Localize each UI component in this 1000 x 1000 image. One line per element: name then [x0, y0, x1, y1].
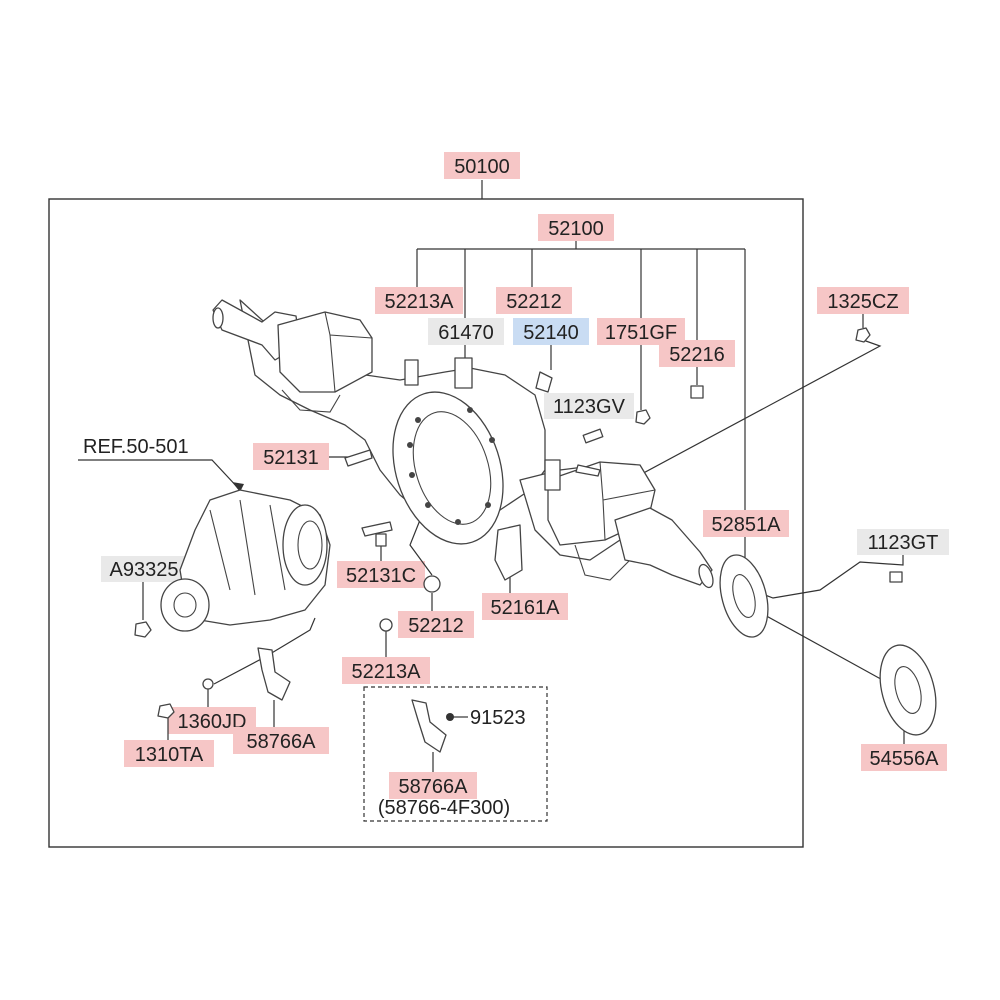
- bolt-hole-icon: [455, 519, 461, 525]
- svg-text:1123GT: 1123GT: [868, 532, 939, 554]
- label-54556A[interactable]: 54556A: [861, 744, 947, 771]
- label-52161A[interactable]: 52161A: [482, 593, 568, 620]
- label-52213A-top[interactable]: 52213A: [375, 287, 463, 314]
- bolt-icon: [582, 428, 604, 444]
- svg-text:52212: 52212: [506, 291, 562, 313]
- bolt-icon: [379, 618, 393, 632]
- label-1123GT[interactable]: 1123GT: [857, 529, 949, 555]
- label-52216[interactable]: 52216: [659, 340, 735, 367]
- svg-text:52100: 52100: [548, 218, 604, 240]
- svg-text:52131: 52131: [263, 447, 319, 469]
- bolt-hole-icon: [485, 502, 491, 508]
- label-A93325[interactable]: A93325: [101, 556, 187, 582]
- gasket-52851A-drawing: [719, 554, 769, 638]
- svg-text:52161A: 52161A: [491, 597, 561, 619]
- svg-text:A93325: A93325: [110, 559, 179, 581]
- label-58766A-left[interactable]: 58766A: [233, 727, 329, 754]
- bolt-icon: [202, 678, 214, 690]
- differential-carrier-drawing: [160, 489, 331, 632]
- bolt-icon: [375, 533, 387, 547]
- bolt-hole-icon: [467, 407, 473, 413]
- svg-text:54556A: 54556A: [870, 748, 940, 770]
- bracket-icon: [494, 524, 523, 581]
- bolt-hole-icon: [409, 472, 415, 478]
- bolt-hole-icon: [489, 437, 495, 443]
- label-58766A-kit[interactable]: 58766A: [389, 772, 477, 799]
- leader-1325CZ-line: [555, 339, 882, 521]
- svg-text:52851A: 52851A: [712, 514, 782, 536]
- label-61470[interactable]: 61470: [428, 318, 504, 345]
- leader-54556A-line: [751, 607, 889, 684]
- label-52140[interactable]: 52140: [513, 318, 589, 345]
- hardware-drawing: [134, 327, 903, 753]
- svg-text:52140: 52140: [523, 322, 579, 344]
- label-1751GF[interactable]: 1751GF: [597, 318, 685, 345]
- assembly-frame: [48, 198, 804, 848]
- svg-text:52216: 52216: [669, 344, 725, 366]
- label-52851A[interactable]: 52851A: [703, 510, 789, 537]
- label-1325CZ[interactable]: 1325CZ: [817, 287, 909, 314]
- label-1123GV[interactable]: 1123GV: [544, 393, 634, 419]
- svg-text:52213A: 52213A: [385, 291, 455, 313]
- label-52212-bot[interactable]: 52212: [398, 611, 474, 638]
- bolt-hole-icon: [425, 502, 431, 508]
- svg-text:58766A: 58766A: [247, 731, 317, 753]
- label-52131C[interactable]: 52131C: [337, 561, 425, 588]
- nut-icon: [134, 621, 152, 638]
- bolt-icon: [889, 571, 903, 583]
- label-ref-50-501[interactable]: REF.50-501: [83, 436, 189, 458]
- bolt-icon: [344, 449, 373, 467]
- svg-text:REF.50-501: REF.50-501: [83, 436, 189, 458]
- svg-text:52213A: 52213A: [352, 661, 422, 683]
- gasket-54556A-drawing: [879, 644, 937, 736]
- svg-text:58766A: 58766A: [399, 776, 469, 798]
- label-1310TA[interactable]: 1310TA: [124, 740, 214, 767]
- label-52212-top[interactable]: 52212: [496, 287, 572, 314]
- kit-part-number: (58766-4F300): [378, 797, 510, 819]
- bracket-icon: [411, 699, 447, 753]
- nut-icon: [855, 327, 871, 343]
- svg-text:1360JD: 1360JD: [178, 711, 247, 733]
- svg-text:1751GF: 1751GF: [605, 322, 677, 344]
- label-52131[interactable]: 52131: [253, 443, 329, 470]
- svg-text:91523: 91523: [470, 707, 526, 729]
- group-bracket-52100: [416, 241, 746, 510]
- svg-text:1123GV: 1123GV: [553, 396, 626, 418]
- bolt-icon: [361, 521, 393, 537]
- nut-icon: [635, 409, 651, 425]
- axle-housing-drawing: [212, 299, 714, 589]
- label-91523[interactable]: 91523: [470, 707, 526, 729]
- bolt-hole-icon: [407, 442, 413, 448]
- nut-icon: [423, 575, 441, 593]
- label-52213A-bot[interactable]: 52213A: [342, 657, 430, 684]
- svg-text:52212: 52212: [408, 615, 464, 637]
- bolt-icon: [690, 385, 704, 399]
- nut-icon: [157, 703, 175, 719]
- bolt-hole-icon: [415, 417, 421, 423]
- svg-text:50100: 50100: [454, 156, 510, 178]
- label-50100[interactable]: 50100: [444, 152, 520, 179]
- bracket-icon: [257, 647, 291, 701]
- svg-text:61470: 61470: [438, 322, 494, 344]
- svg-text:1310TA: 1310TA: [135, 744, 204, 766]
- svg-text:52131C: 52131C: [346, 565, 416, 587]
- bolt-icon: [446, 713, 454, 721]
- kit-box: [363, 686, 548, 822]
- ref-arrow-icon: [232, 482, 244, 492]
- leader-1123GT: [751, 555, 904, 599]
- leader-52212-bot-line: [409, 519, 433, 576]
- leader-1360JD-line: [213, 617, 316, 685]
- leader-ref: [78, 459, 241, 491]
- svg-text:1325CZ: 1325CZ: [827, 291, 898, 313]
- label-52100[interactable]: 52100: [538, 214, 614, 241]
